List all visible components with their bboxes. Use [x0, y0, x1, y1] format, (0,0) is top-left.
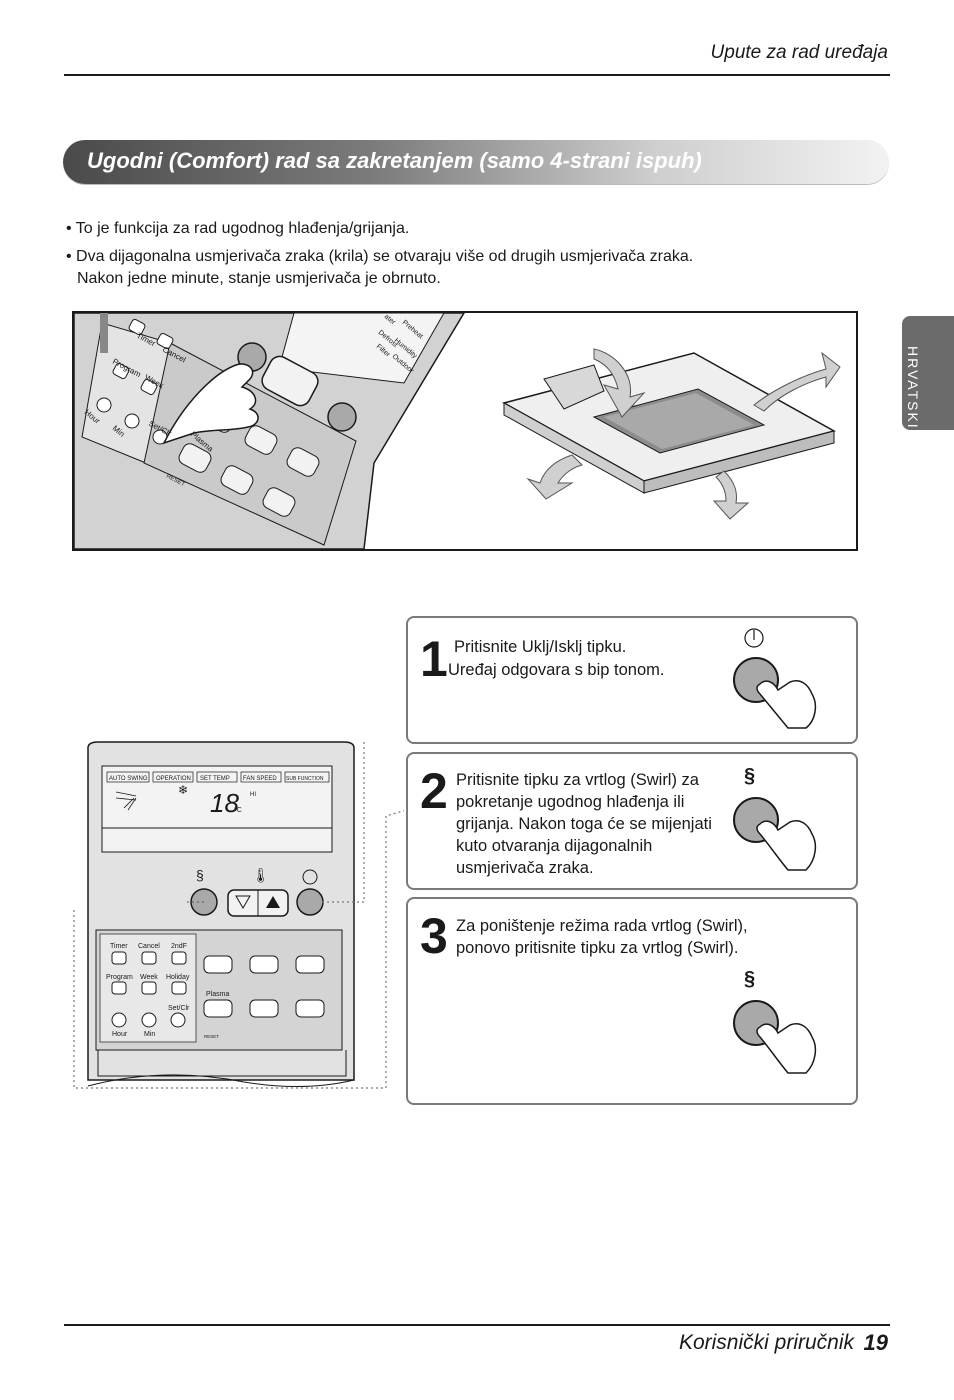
thermometer-icon: 🌡 — [252, 867, 270, 883]
swirl-icon: § — [196, 867, 204, 883]
section-title: Ugodni (Comfort) rad sa zakretanjem (sam… — [87, 148, 702, 173]
angled-remote: Timer Cancel Program Week Hour Min Set/C… — [73, 312, 466, 550]
illustration-box: Timer Cancel Program Week Hour Min Set/C… — [72, 311, 858, 551]
swirl-button-hand-illustration-2: § — [733, 968, 817, 1074]
tab-auto-swing: AUTO SWING — [109, 776, 148, 782]
step-1-box: 1 Pritisnite Uklj/Isklj tipku. Uređaj od… — [406, 616, 858, 744]
jet-cool-button[interactable] — [203, 955, 233, 974]
timer-button[interactable] — [111, 951, 127, 965]
swirl-icon: § — [744, 968, 755, 990]
power-button-hand-illustration — [733, 628, 817, 729]
temperature-readout: 18 — [210, 788, 239, 818]
ventilation-button[interactable] — [249, 999, 279, 1018]
step-1-line-1: Pritisnite Uklj/Isklj tipku. — [454, 638, 627, 656]
step-2-line-2: pokretanje ugodnog hlađenja ili — [456, 793, 685, 811]
min-button[interactable] — [141, 1012, 157, 1028]
plasma-button[interactable] — [203, 999, 233, 1018]
label-plasma: Plasma — [206, 991, 229, 998]
holiday-button[interactable] — [171, 981, 187, 995]
week-button[interactable] — [141, 981, 157, 995]
step-3-line-1: Za poništenje režima rada vrtlog (Swirl)… — [456, 917, 748, 935]
label-min: Min — [144, 1031, 155, 1038]
header-rule — [64, 74, 890, 76]
bullet-1: • To je funkcija za rad ugodnog hlađenja… — [66, 220, 410, 237]
step-2-line-3: grijanja. Nakon toga će se mijenjati — [456, 815, 712, 833]
label-program: Program — [106, 974, 133, 981]
bullet-2-continued: Nakon jedne minute, stanje usmjerivača j… — [77, 270, 441, 287]
step-1-line-2: Uređaj odgovara s bip tonom. — [448, 661, 665, 679]
airflow-button[interactable] — [295, 999, 325, 1018]
label-setclr: Set/Clr — [168, 1005, 190, 1012]
label-week: Week — [140, 974, 158, 981]
mode-button[interactable] — [295, 955, 325, 974]
step-3-box: 3 Za poništenje režima rada vrtlog (Swir… — [406, 897, 858, 1105]
step-3-number: 3 — [420, 908, 448, 964]
swirl-icon: § — [744, 765, 755, 787]
power-icon — [744, 628, 764, 648]
label-hour: Hour — [112, 1031, 128, 1038]
label-timer: Timer — [110, 943, 128, 950]
page-number: 19 — [863, 1330, 888, 1355]
language-label: HRVATSKI — [905, 346, 921, 430]
tab-sub-function: SUB FUNCTION — [286, 776, 324, 782]
remote-panel-svg: AUTO SWING OPERATION SET TEMP FAN SPEED … — [73, 675, 407, 1089]
cassette-unit — [502, 348, 841, 520]
tab-fan-speed: FAN SPEED — [243, 776, 277, 782]
footer-rule — [64, 1324, 890, 1326]
tab-operation: OPERATION — [156, 776, 191, 782]
step-2-line-4: kuto otvaranja dijagonalnih — [456, 837, 653, 855]
swirl-button-hand-illustration: § — [733, 765, 817, 871]
step-2-number: 2 — [420, 763, 448, 819]
hour-button[interactable] — [111, 1012, 127, 1028]
section-banner: Ugodni (Comfort) rad sa zakretanjem (sam… — [63, 140, 889, 184]
step-2-line-5: usmjerivača zraka. — [456, 859, 594, 877]
2ndf-button[interactable] — [171, 951, 187, 965]
label-holiday: Holiday — [166, 974, 190, 981]
fan-speed-readout: HI — [250, 792, 256, 798]
language-tab: HRVATSKI — [902, 316, 954, 430]
power-button[interactable] — [296, 888, 324, 916]
step-1-number: 1 — [420, 631, 448, 687]
label-cancel: Cancel — [138, 943, 160, 950]
power-icon — [302, 869, 318, 885]
footer-title: Korisnički priručnik — [678, 1331, 854, 1354]
program-button[interactable] — [111, 981, 127, 995]
running-header: Upute za rad uređaja — [710, 42, 888, 63]
remote-and-cassette-illustration: Timer Cancel Program Week Hour Min Set/C… — [73, 312, 841, 550]
temperature-unit: °C — [234, 806, 242, 814]
swing-indicator-icon — [115, 791, 137, 811]
step-2-box: 2 Pritisnite tipku za vrtlog (Swirl) za … — [406, 752, 858, 890]
snowflake-icon: ❄ — [178, 783, 188, 797]
setclr-button[interactable] — [170, 1012, 186, 1028]
label-2ndf: 2ndF — [171, 943, 187, 950]
step-3-line-2: ponovo pritisnite tipku za vrtlog (Swirl… — [456, 939, 739, 957]
label-reset: RESET — [204, 1034, 219, 1039]
cancel-button[interactable] — [141, 951, 157, 965]
step-2-line-1: Pritisnite tipku za vrtlog (Swirl) za — [456, 771, 699, 789]
bullet-2: • Dva dijagonalna usmjerivača zraka (kri… — [66, 248, 694, 265]
remote-panel-illustration: AUTO SWING OPERATION SET TEMP FAN SPEED … — [64, 675, 407, 1100]
tab-set-temp: SET TEMP — [200, 776, 230, 782]
fan-speed-button[interactable] — [249, 955, 279, 974]
